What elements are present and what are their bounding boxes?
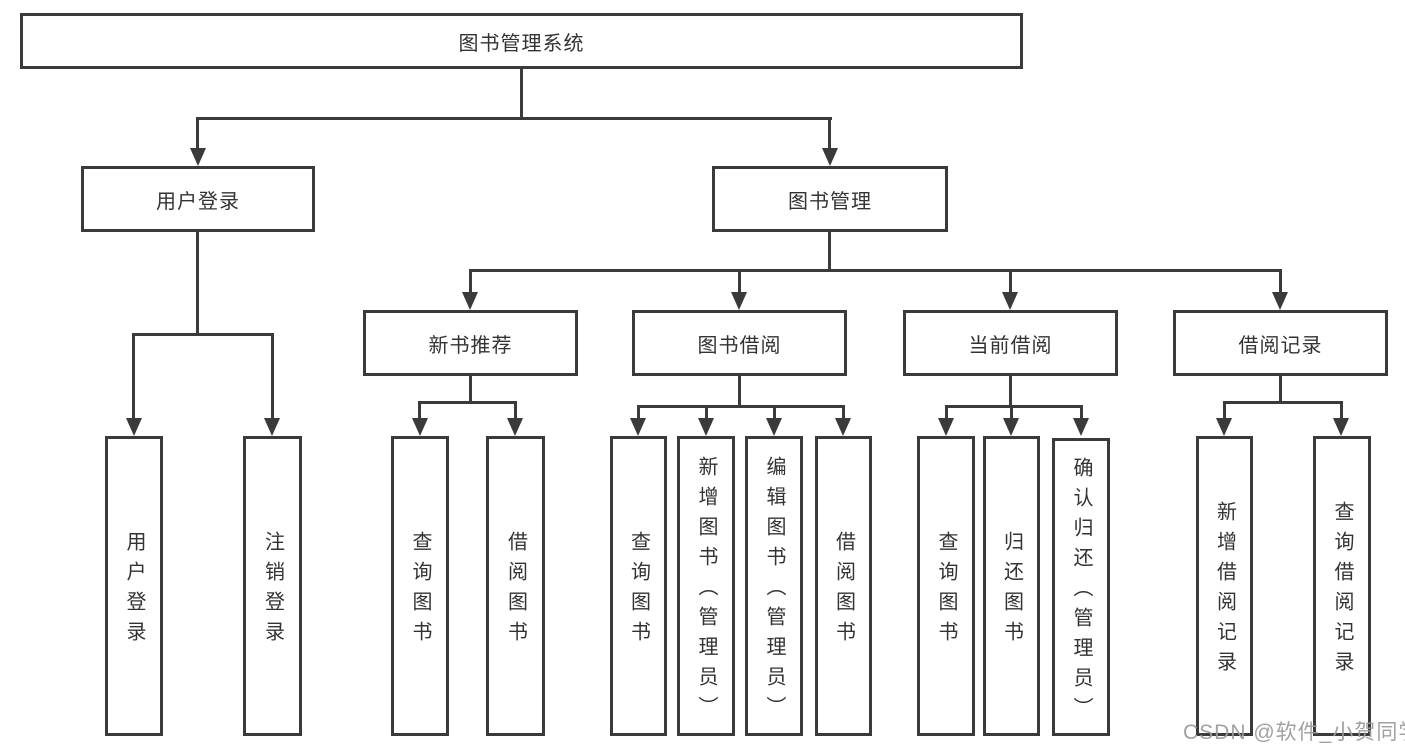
connector (418, 401, 421, 420)
connector (1279, 269, 1282, 294)
connector (1010, 405, 1013, 420)
leaf-label: 新增图书（管理员） (695, 456, 717, 726)
arrow-down-icon (1002, 292, 1018, 310)
arrow-down-icon (1272, 292, 1288, 310)
leaf-label: 查询借阅记录 (1331, 501, 1353, 681)
node-label: 图书管理系统 (458, 32, 585, 55)
arrow-down-icon (938, 418, 954, 436)
connector (828, 117, 831, 150)
node-borrowing-records: 借阅记录 (1173, 310, 1388, 376)
connector (196, 117, 832, 120)
connector (705, 405, 708, 420)
leaf-label: 用户登录 (123, 531, 145, 651)
connector (469, 269, 1282, 272)
connector (945, 405, 1083, 408)
leaf-return-books: 归还图书 (983, 436, 1040, 736)
leaf-label: 查询图书 (409, 531, 431, 651)
node-label: 用户登录 (156, 190, 240, 213)
node-user-login: 用户登录 (81, 166, 315, 232)
connector (945, 405, 948, 420)
arrow-down-icon (731, 292, 747, 310)
connector (196, 117, 199, 150)
connector (1223, 401, 1226, 420)
connector (1279, 376, 1282, 403)
arrow-down-icon (412, 418, 428, 436)
arrow-down-icon (264, 418, 280, 436)
connector (1009, 269, 1012, 294)
leaf-logout-login: 注销登录 (243, 436, 302, 736)
node-new-book-recommendation: 新书推荐 (363, 310, 578, 376)
arrow-down-icon (835, 418, 851, 436)
connector (1223, 401, 1343, 404)
arrow-down-icon (1003, 418, 1019, 436)
arrow-down-icon (1216, 418, 1232, 436)
leaf-label: 确认归还（管理员） (1070, 457, 1092, 727)
node-book-management: 图书管理 (712, 166, 948, 232)
arrow-down-icon (822, 148, 838, 166)
connector (842, 405, 845, 420)
leaf-query-borrow-record: 查询借阅记录 (1313, 436, 1371, 736)
connector (637, 405, 640, 420)
leaf-label: 新增借阅记录 (1213, 501, 1236, 681)
arrow-down-icon (1333, 418, 1349, 436)
node-label: 新书推荐 (428, 334, 513, 357)
connector (738, 376, 741, 407)
connector (418, 401, 517, 404)
arrow-down-icon (462, 292, 478, 310)
leaf-label: 查询图书 (627, 531, 650, 651)
arrow-down-icon (126, 418, 142, 436)
connector (132, 333, 135, 418)
csdn-watermark: CSDN @软件_小贺同学 (1183, 721, 1405, 744)
leaf-query-books-current: 查询图书 (917, 436, 975, 736)
arrow-down-icon (190, 148, 206, 166)
leaf-label: 编辑图书（管理员） (763, 456, 785, 726)
leaf-add-borrow-record: 新增借阅记录 (1196, 436, 1253, 736)
leaf-confirm-return-admin: 确认归还（管理员） (1052, 438, 1110, 736)
node-label: 图书借阅 (697, 334, 782, 357)
leaf-borrow-books-recommend: 借阅图书 (486, 436, 545, 736)
node-library-management-system: 图书管理系统 (20, 13, 1023, 69)
arrow-down-icon (698, 418, 714, 436)
arrow-down-icon (630, 418, 646, 436)
node-label: 借阅记录 (1238, 334, 1323, 357)
arrow-down-icon (766, 418, 782, 436)
connector (1340, 401, 1343, 420)
leaf-label: 归还图书 (1000, 531, 1023, 651)
leaf-label: 借阅图书 (832, 531, 855, 651)
arrow-down-icon (507, 418, 523, 436)
node-book-borrowing: 图书借阅 (632, 310, 847, 376)
connector (520, 69, 523, 118)
connector (132, 333, 274, 336)
node-label: 图书管理 (788, 190, 872, 213)
leaf-query-books-recommend: 查询图书 (391, 436, 449, 736)
connector (196, 232, 199, 335)
connector (1009, 376, 1012, 407)
leaf-add-books-admin: 新增图书（管理员） (677, 436, 735, 736)
connector (1080, 405, 1083, 420)
leaf-label: 注销登录 (261, 531, 284, 651)
leaf-user-login: 用户登录 (105, 436, 163, 736)
leaf-edit-books-admin: 编辑图书（管理员） (745, 436, 803, 736)
connector (637, 405, 845, 408)
connector (271, 333, 274, 418)
leaf-label: 查询图书 (935, 531, 957, 651)
connector (514, 401, 517, 420)
leaf-borrow-books-borrowing: 借阅图书 (815, 436, 872, 736)
leaf-label: 借阅图书 (504, 531, 527, 651)
node-current-borrowing: 当前借阅 (903, 310, 1118, 376)
connector (469, 376, 472, 403)
connector (738, 269, 741, 294)
connector (773, 405, 776, 420)
leaf-query-books-borrowing: 查询图书 (610, 436, 667, 736)
arrow-down-icon (1073, 418, 1089, 436)
connector (469, 269, 472, 294)
connector (828, 232, 831, 272)
node-label: 当前借阅 (968, 334, 1053, 357)
